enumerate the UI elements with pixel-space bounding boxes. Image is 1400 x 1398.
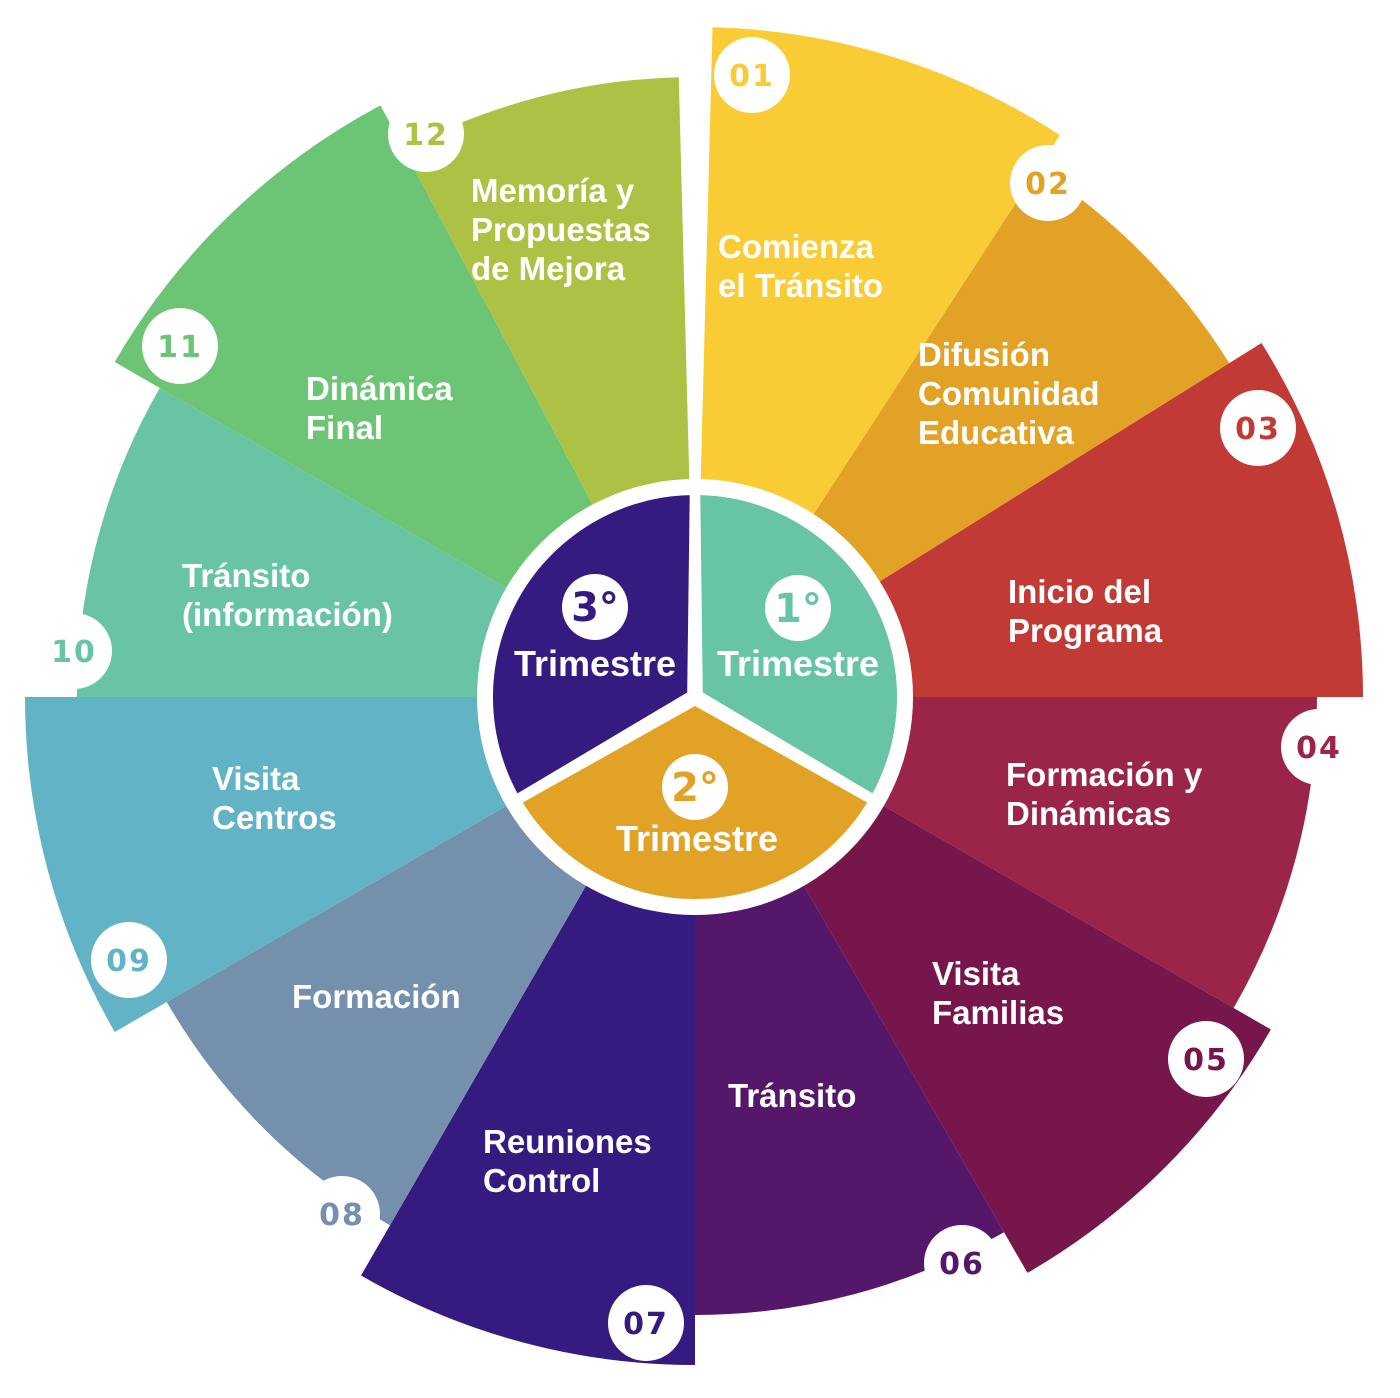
- step-number-08: 08: [319, 1198, 365, 1233]
- step-number-badge-03: 03: [1220, 390, 1296, 466]
- step-number-06: 06: [939, 1247, 985, 1282]
- trimester-ordinal-badge-1: [765, 575, 831, 641]
- step-number-11: 11: [157, 330, 203, 365]
- step-number-07: 07: [623, 1307, 669, 1342]
- segment-02: [806, 168, 1230, 589]
- step-number-badge-10: 10: [36, 613, 112, 689]
- trimester-ordinal-2: 2°: [671, 765, 719, 811]
- segment-01: [700, 27, 1060, 526]
- step-number-badge-09: 09: [91, 922, 167, 998]
- step-number-09: 09: [106, 944, 152, 979]
- step-number-badge-08: 08: [304, 1176, 380, 1252]
- step-number-12: 12: [403, 118, 449, 153]
- step-number-badge-04: 04: [1281, 709, 1357, 785]
- step-number-badge-11: 11: [142, 308, 218, 384]
- trimester-label-1: Trimestre: [717, 643, 879, 684]
- segment-label-08: Formación: [292, 978, 461, 1015]
- trimester-ordinal-1: 1°: [774, 586, 822, 632]
- trimester-label-2: Trimestre: [616, 818, 778, 859]
- segment-label-06: Tránsito: [728, 1077, 856, 1114]
- step-number-05: 05: [1183, 1043, 1229, 1078]
- step-number-badge-06: 06: [924, 1225, 1000, 1301]
- step-number-01: 01: [729, 59, 775, 94]
- segment-label-10: Tránsito(información): [182, 557, 393, 633]
- segment-07: [361, 874, 695, 1365]
- step-number-03: 03: [1235, 412, 1281, 447]
- step-number-badge-02: 02: [1010, 145, 1086, 221]
- step-number-02: 02: [1025, 167, 1071, 202]
- segment-12: [403, 77, 690, 516]
- trimester-sector-3: [493, 495, 690, 794]
- segment-08: [166, 799, 593, 1226]
- trimester-ordinal-badge-3: [562, 574, 628, 640]
- step-number-badge-05: 05: [1168, 1021, 1244, 1097]
- trimester-ordinal-badge-2: [662, 754, 728, 820]
- segment-10: [77, 388, 518, 697]
- step-number-10: 10: [51, 635, 97, 670]
- trimester-sector-1: [700, 495, 897, 794]
- step-number-badge-07: 07: [608, 1285, 684, 1361]
- step-number-badge-12: 12: [388, 96, 464, 172]
- step-number-badge-01: 01: [714, 37, 790, 113]
- segment-04: [872, 697, 1317, 1008]
- step-number-04: 04: [1296, 731, 1342, 766]
- trimester-ordinal-3: 3°: [571, 585, 619, 631]
- trimester-label-3: Trimestre: [514, 643, 676, 684]
- segment-05: [797, 799, 1271, 1273]
- segment-11: [114, 105, 599, 595]
- segment-06: [695, 874, 1004, 1315]
